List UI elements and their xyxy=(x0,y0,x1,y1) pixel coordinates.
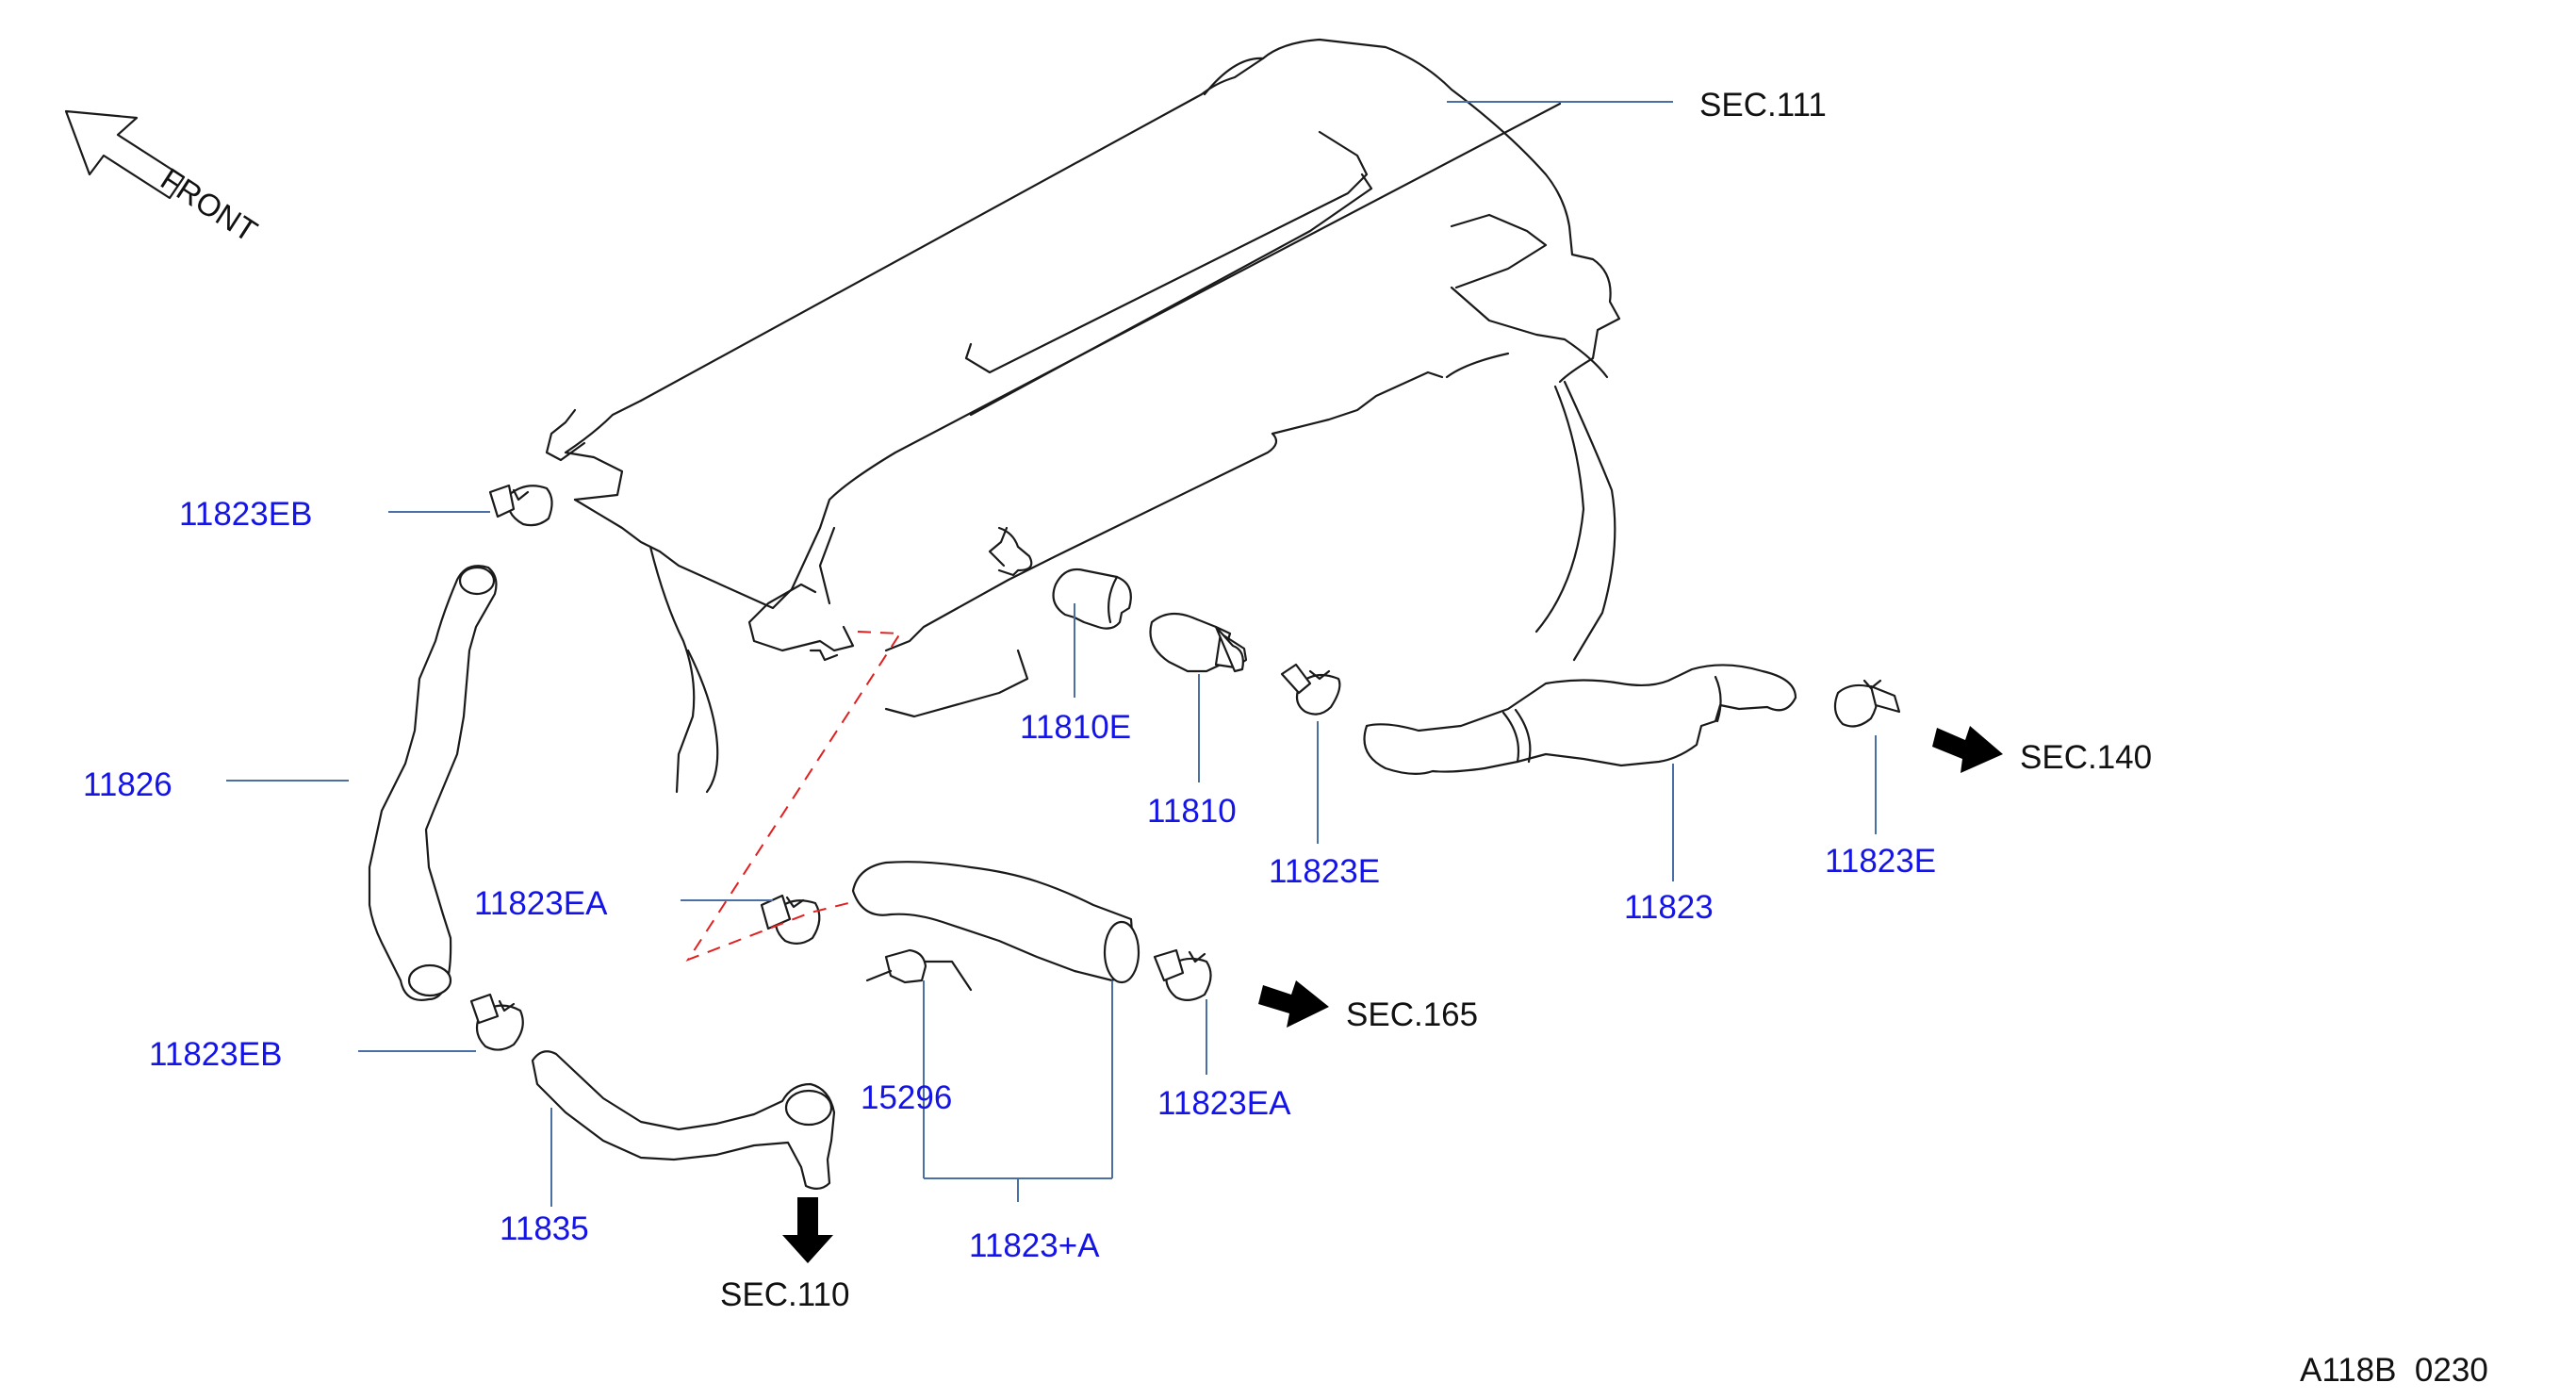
part-11823eb-top-clamp[interactable] xyxy=(488,484,553,527)
part-11823a-hose[interactable] xyxy=(851,861,1140,984)
connection-dashed-line xyxy=(685,631,902,963)
part-label-11826[interactable]: 11826 xyxy=(83,766,172,803)
diagram-code: A118B 0230 xyxy=(2300,1352,2488,1389)
part-label-11823eb-bottom[interactable]: 11823EB xyxy=(149,1036,282,1073)
part-11823-hose[interactable] xyxy=(1363,664,1797,775)
engine-block-outline xyxy=(545,38,1621,794)
part-label-15296[interactable]: 15296 xyxy=(861,1079,952,1116)
part-label-11823[interactable]: 11823 xyxy=(1624,889,1714,926)
part-11823eb-bottom-clamp[interactable] xyxy=(469,993,524,1051)
front-label: FRONT xyxy=(155,161,263,249)
part-label-11823eb-top[interactable]: 11823EB xyxy=(179,496,312,533)
sec110-label[interactable]: SEC.110 xyxy=(720,1276,850,1313)
sec140-label[interactable]: SEC.140 xyxy=(2020,739,2152,776)
arrow-to-sec165-icon xyxy=(1258,980,1329,1028)
part-11826-hose[interactable] xyxy=(368,565,498,1001)
front-arrow-icon xyxy=(64,109,186,200)
part-label-11823e-right[interactable]: 11823E xyxy=(1825,843,1936,880)
part-11810-pcv-valve[interactable] xyxy=(1149,612,1248,673)
part-11810e-grommet[interactable] xyxy=(1052,568,1132,630)
part-11823e-left-clamp[interactable] xyxy=(1280,663,1341,716)
sec111-label[interactable]: SEC.111 xyxy=(1699,87,1827,123)
part-label-11823ea-left[interactable]: 11823EA xyxy=(474,885,608,922)
part-label-11823a[interactable]: 11823+A xyxy=(969,1227,1100,1264)
front-direction-indicator: FRONT xyxy=(64,109,264,249)
part-11835-tube[interactable] xyxy=(531,1050,836,1190)
arrow-to-sec140-icon xyxy=(1932,726,2003,773)
part-11823e-right-clamp[interactable] xyxy=(1833,679,1901,728)
sec165-label[interactable]: SEC.165 xyxy=(1346,996,1478,1033)
part-label-11823ea-right[interactable]: 11823EA xyxy=(1157,1085,1291,1122)
part-label-11810[interactable]: 11810 xyxy=(1147,793,1237,830)
arrow-to-sec110-icon xyxy=(782,1197,833,1263)
part-15296-clip[interactable] xyxy=(865,948,973,992)
part-label-11835[interactable]: 11835 xyxy=(500,1210,589,1247)
part-11823ea-right-clamp[interactable] xyxy=(1153,948,1212,1001)
part-11823ea-left-clamp[interactable] xyxy=(760,894,821,945)
part-label-11823e-left[interactable]: 11823E xyxy=(1269,853,1380,890)
leader-lines xyxy=(226,101,1877,1207)
part-label-11810e[interactable]: 11810E xyxy=(1020,709,1131,746)
direction-arrows xyxy=(782,726,2003,1263)
